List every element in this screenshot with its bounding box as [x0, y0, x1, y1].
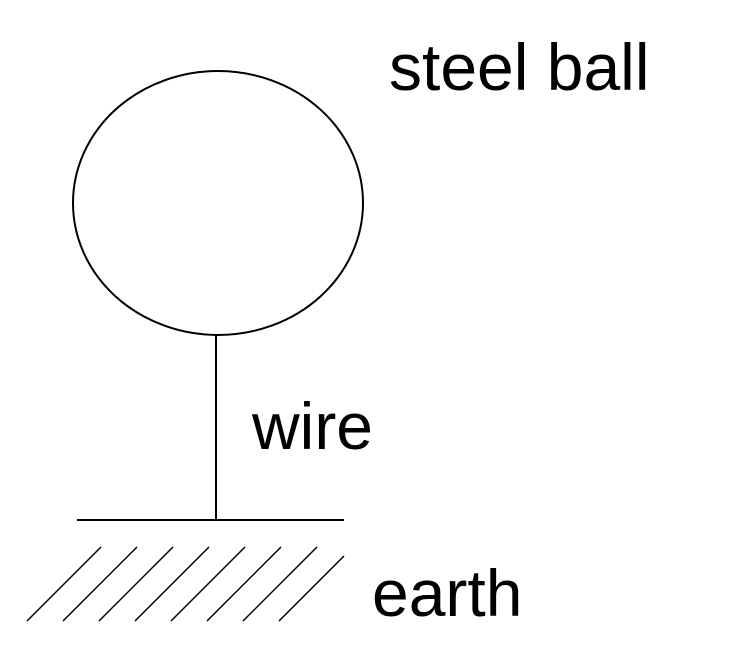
earth-hatching: [26, 546, 345, 622]
steel-ball-label: steel ball: [389, 30, 650, 104]
steel-ball-circle: [72, 70, 364, 336]
wire-label: wire: [252, 389, 374, 463]
earth-label: earth: [372, 556, 523, 630]
